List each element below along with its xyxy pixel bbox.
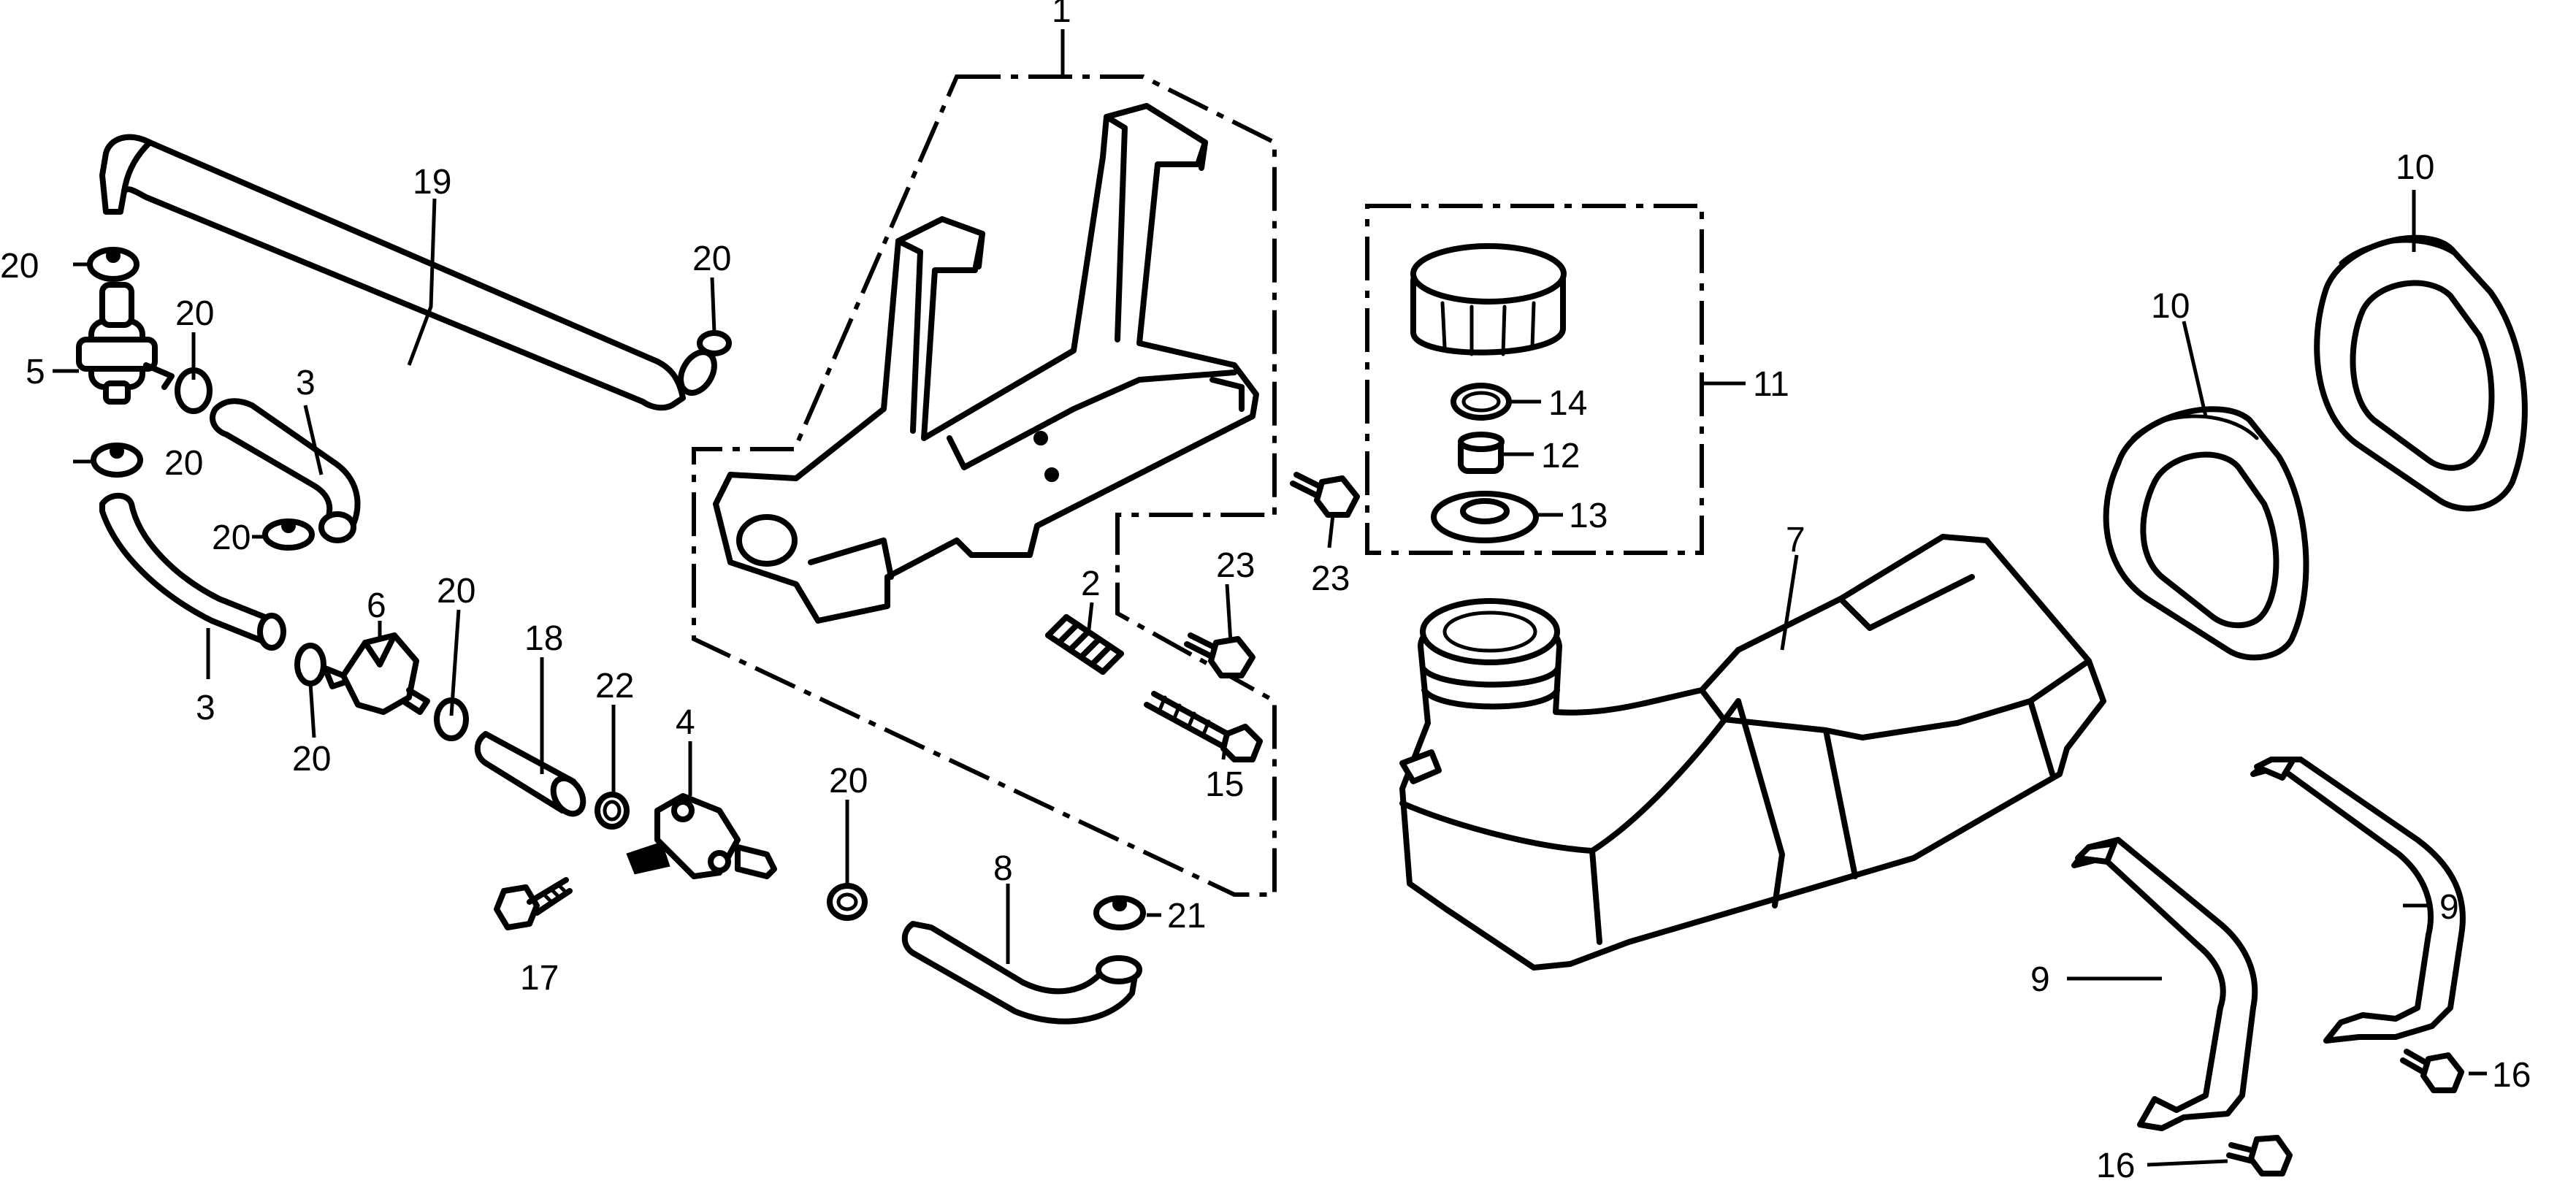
callout-9-right: 9 bbox=[2439, 888, 2459, 927]
bolt-23-lower bbox=[1184, 632, 1255, 678]
callout-2: 2 bbox=[1081, 565, 1101, 603]
bolt-16-lower bbox=[2226, 1135, 2293, 1176]
callout-15: 15 bbox=[1205, 765, 1244, 804]
callout-18: 18 bbox=[524, 619, 563, 658]
callout-12: 12 bbox=[1541, 437, 1580, 475]
callout-22: 22 bbox=[595, 667, 634, 705]
clip-20-d bbox=[262, 518, 315, 551]
spring-2 bbox=[1045, 614, 1124, 675]
callout-23-upper: 23 bbox=[1311, 559, 1350, 598]
bolt-15 bbox=[1144, 691, 1263, 762]
fuel-pump-6 bbox=[322, 632, 430, 715]
clip-20-h bbox=[827, 883, 868, 921]
clip-20-g bbox=[697, 330, 732, 356]
strap-9-left bbox=[2071, 837, 2258, 1131]
bolt-16-upper bbox=[2400, 1049, 2464, 1093]
clip-20-c bbox=[91, 443, 143, 478]
callout-20-e: 20 bbox=[292, 740, 331, 778]
callout-19: 19 bbox=[413, 163, 451, 202]
callout-21: 21 bbox=[1167, 897, 1206, 935]
clip-21 bbox=[1093, 895, 1146, 930]
callout-20-d: 20 bbox=[212, 518, 251, 557]
hose-8 bbox=[901, 921, 1142, 1025]
callout-16-bottom: 16 bbox=[2096, 1147, 2135, 1185]
callout-4: 4 bbox=[676, 703, 695, 742]
fuel-valve-4 bbox=[626, 793, 777, 879]
callout-9-left: 9 bbox=[2030, 960, 2050, 999]
callout-20-h: 20 bbox=[829, 762, 868, 800]
callout-7: 7 bbox=[1786, 521, 1805, 559]
clip-20-a bbox=[87, 247, 139, 282]
callout-20-b: 20 bbox=[175, 294, 214, 333]
callout-20-a: 20 bbox=[0, 247, 39, 286]
ring-22 bbox=[595, 792, 630, 830]
callout-16-right: 16 bbox=[2492, 1056, 2531, 1095]
callout-20-f: 20 bbox=[437, 572, 475, 611]
callout-20-g: 20 bbox=[692, 240, 731, 278]
fuel-cap bbox=[1410, 243, 1567, 356]
o-ring-14 bbox=[1451, 383, 1512, 421]
callout-3-lower: 3 bbox=[196, 689, 215, 727]
hose-3-lower bbox=[99, 492, 286, 651]
callout-6: 6 bbox=[367, 586, 386, 625]
callout-10-right: 10 bbox=[2396, 148, 2434, 187]
callout-3-upper: 3 bbox=[296, 364, 316, 402]
leader-lines bbox=[53, 190, 2487, 1167]
filter-12 bbox=[1458, 432, 1505, 474]
tube-18 bbox=[474, 731, 586, 817]
clip-20-e bbox=[294, 643, 326, 686]
callout-14: 14 bbox=[1548, 384, 1587, 423]
cap-assembly-outline bbox=[1365, 204, 1746, 555]
rubber-ring-10-right bbox=[2314, 234, 2528, 512]
frame-bracket bbox=[713, 103, 1259, 624]
strap-9-right bbox=[2250, 757, 2466, 1044]
rubber-ring-10-left bbox=[2103, 406, 2309, 661]
callout-10-left: 10 bbox=[2151, 287, 2190, 326]
bolt-23-upper bbox=[1290, 472, 1360, 518]
callout-20-c: 20 bbox=[164, 444, 203, 483]
bolt-17 bbox=[494, 877, 573, 930]
callout-labels: 1 2 3 3 4 5 6 7 8 9 9 10 10 11 12 13 14 … bbox=[0, 0, 2531, 1185]
fuel-filter-5 bbox=[76, 282, 175, 405]
hose-3-upper bbox=[210, 398, 361, 543]
callout-13: 13 bbox=[1569, 497, 1608, 535]
callout-5: 5 bbox=[26, 353, 45, 391]
callout-11: 11 bbox=[1753, 365, 1789, 404]
bracket-group-outline bbox=[692, 29, 1277, 897]
callout-17: 17 bbox=[520, 959, 559, 998]
callout-8: 8 bbox=[993, 849, 1013, 888]
callout-1: 1 bbox=[1052, 0, 1071, 30]
fuel-tank-7 bbox=[1399, 534, 2106, 971]
callout-23-lower: 23 bbox=[1216, 546, 1255, 585]
gasket-13 bbox=[1431, 491, 1539, 543]
